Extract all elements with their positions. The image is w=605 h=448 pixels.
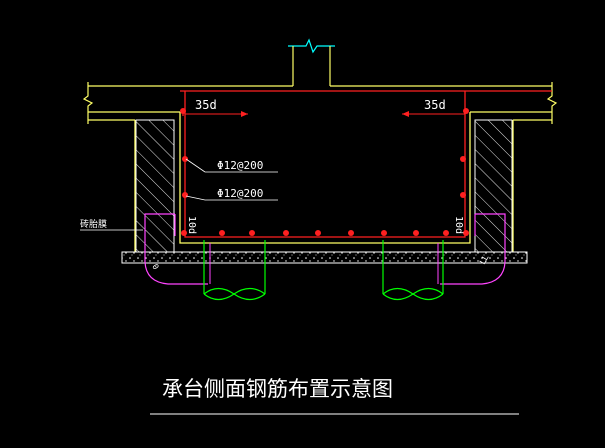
dim-left-label: 10d <box>186 216 197 234</box>
rebar-section-dot <box>443 230 449 236</box>
rebar-label-top: Φ12@200 <box>217 159 263 172</box>
pile-right <box>382 240 444 301</box>
rebar-dots <box>180 108 469 236</box>
brick-wall-left <box>135 119 175 253</box>
brick-formwork <box>135 119 513 253</box>
brick-form-callout: 砖胎膜 <box>80 218 143 231</box>
pile-rebar-right <box>440 213 506 285</box>
anchorage-right-label: 35d <box>424 98 446 112</box>
rebar-section-dot <box>315 230 321 236</box>
rebar-section-dot <box>413 230 419 236</box>
column-stub <box>288 38 335 86</box>
brick-wall-right <box>474 119 513 253</box>
rebar-section-dot <box>283 230 289 236</box>
rebar-leaders: Φ12@200 Φ12@200 <box>185 158 278 201</box>
cushion-layer <box>121 251 528 264</box>
rebar-section-dot <box>381 230 387 236</box>
rebar-section-dot <box>463 108 469 114</box>
rebar-section-dot <box>182 192 188 198</box>
rebar-section-dot <box>180 108 186 114</box>
rebar-section-dot <box>460 156 466 162</box>
slab-outline <box>82 82 558 124</box>
anchorage-left-label: 35d <box>195 98 217 112</box>
rebar-section-dot <box>219 230 225 236</box>
rebar-label-bottom: Φ12@200 <box>217 187 263 200</box>
rebar-section-dot <box>460 192 466 198</box>
drawing-title: 承台侧面钢筋布置示意图 <box>162 377 393 401</box>
dim-right-label: 10d <box>453 216 464 234</box>
column-break-symbol <box>288 38 335 54</box>
anchorage-left: 35d <box>185 98 248 117</box>
pile-right-label: LL <box>478 253 491 266</box>
rebar-section-dot <box>182 156 188 162</box>
anchorage-right: 35d <box>402 98 465 117</box>
rebar-section-dot <box>181 230 187 236</box>
rebar-section-dot <box>463 230 469 236</box>
pile-rebar-left <box>144 213 208 285</box>
brick-form-label: 砖胎膜 <box>80 218 107 230</box>
rebar-section-dot <box>249 230 255 236</box>
pile-left-label: 0 <box>150 263 160 272</box>
pile-bars <box>209 243 439 284</box>
rebar-section-dot <box>348 230 354 236</box>
pile-left <box>203 240 266 301</box>
